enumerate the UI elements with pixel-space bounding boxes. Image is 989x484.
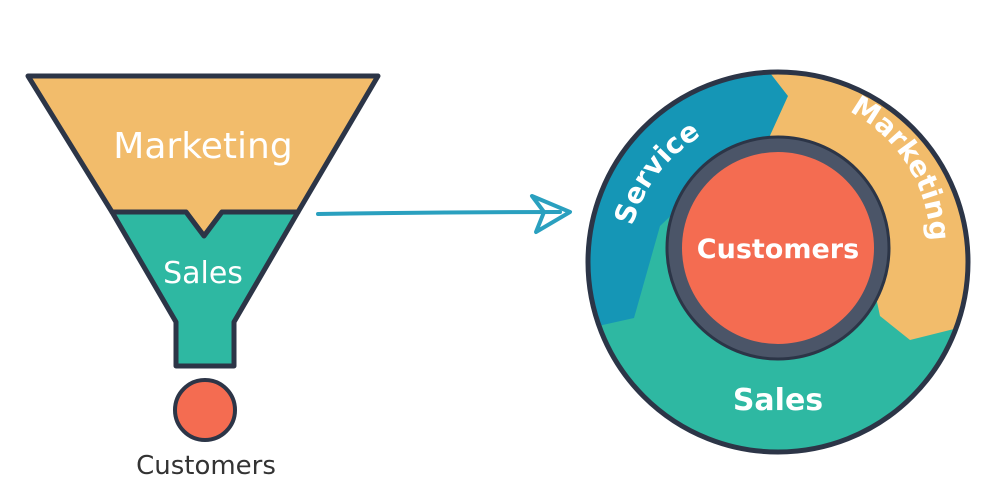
flywheel-sales-label: Sales — [733, 383, 823, 418]
funnel: Marketing Sales Customers — [25, 73, 381, 481]
funnel-customers-dot — [173, 378, 237, 442]
funnel-sales-section — [109, 209, 301, 369]
flywheel-outline — [585, 69, 971, 455]
funnel-sales-label: Sales — [163, 256, 243, 291]
flywheel-customers-core — [682, 152, 874, 344]
funnel-customers-label: Customers — [136, 451, 276, 481]
flywheel-customers-label: Customers — [697, 234, 859, 265]
flywheel: Customers Service Marketing Sales — [585, 69, 971, 455]
transition-arrow — [316, 194, 572, 234]
arrow-head-icon — [530, 194, 572, 234]
arrow-shaft — [316, 210, 562, 216]
funnel-marketing-label: Marketing — [113, 126, 292, 167]
